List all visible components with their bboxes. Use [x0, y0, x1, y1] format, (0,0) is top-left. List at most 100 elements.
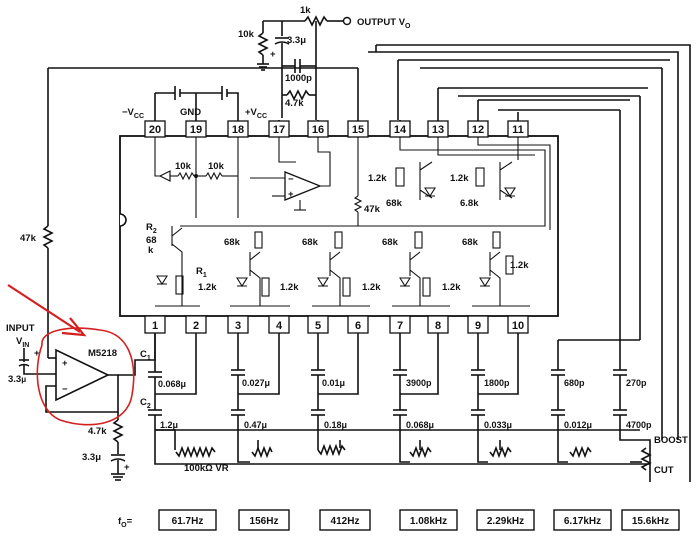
frequency-box: 412Hz — [319, 509, 371, 531]
input-label: INPUT — [6, 323, 35, 334]
frequency-box: 61.7Hz — [158, 509, 217, 531]
input-section: 47k INPUT VIN + 3.3μ + − M5218 4.7k 3.3μ… — [6, 225, 156, 481]
ic-internal: 10k 10k − + 47k 1.2k 68k 1.2k 6.8k — [146, 137, 551, 307]
svg-text:7: 7 — [397, 320, 403, 332]
ic-stage-r68k: 68k — [302, 237, 319, 248]
c-out-label: 3.3μ — [82, 452, 101, 463]
input-plus: + — [34, 348, 40, 359]
r-4-7k-label: 4.7k — [88, 426, 107, 437]
ic-r2-val-a: 68 — [146, 235, 157, 246]
cap-lower-value: 0.47μ — [244, 420, 267, 430]
svg-text:2.29kHz: 2.29kHz — [487, 516, 524, 527]
ic-opamp-triangle — [284, 171, 322, 201]
ic-opamp-plus: + — [288, 189, 294, 200]
cap-lower-value: 0.012μ — [564, 420, 592, 430]
pin-bottom: 7 — [389, 315, 411, 334]
ic-stage: 68k 1.2k — [382, 231, 461, 307]
svg-text:4: 4 — [276, 320, 283, 332]
pin-top: 18 — [227, 120, 249, 138]
outer-feedback-wires — [47, 44, 691, 482]
m5218-plus: + — [62, 358, 68, 369]
ic-r-1-2k-a: 1.2k — [368, 173, 387, 184]
cap-lower-value: 0.033μ — [484, 420, 512, 430]
svg-text:6: 6 — [355, 320, 361, 332]
supply-area: −VCC GND +VCC — [122, 86, 267, 120]
svg-text:15: 15 — [352, 124, 364, 136]
svg-text:156Hz: 156Hz — [250, 516, 279, 527]
cap-lower-value: 0.18μ — [324, 420, 347, 430]
cap-upper-value: 0.027μ — [242, 378, 270, 388]
gnd-label: GND — [180, 107, 201, 118]
svg-text:16: 16 — [312, 124, 324, 136]
vcc-neg-label: −VCC — [122, 107, 144, 120]
pin-top: 13 — [427, 120, 449, 138]
svg-text:8: 8 — [435, 320, 441, 332]
svg-text:2: 2 — [193, 320, 199, 332]
pins-bottom: 1 2 3 4 5 6 7 8 9 10 — [144, 315, 529, 334]
frequency-box: 1.08kHz — [399, 509, 458, 531]
cap-upper-value: 680p — [564, 378, 585, 388]
ic-stage-r1: 1.2k — [442, 282, 461, 293]
pin-bottom: 4 — [268, 315, 290, 334]
c-fb-plus: + — [270, 49, 276, 60]
svg-text:15.6kHz: 15.6kHz — [632, 516, 669, 527]
ic-r-1-2k-b: 1.2k — [450, 173, 469, 184]
frequency-box: 156Hz — [238, 509, 290, 531]
ic-stage-r1: 1.2k — [198, 282, 217, 293]
pin-bottom: 10 — [507, 315, 529, 334]
filter-stage: 1800p 0.033μ — [471, 334, 519, 463]
ic-stage-r1: 1.2k — [280, 282, 299, 293]
filter-bank: C1 C2 0.068μ 1.2μ 100kΩ VR 0.027μ 0.47μ — [140, 334, 688, 482]
c-fb-label: 3.3μ — [287, 35, 306, 46]
pin-bottom: 2 — [185, 315, 207, 334]
ic-stage: 68k 1.2k — [224, 231, 299, 307]
ic-stage-r68k: 68k — [224, 237, 241, 248]
pin-bottom: 3 — [227, 315, 249, 334]
m5218-label: M5218 — [88, 348, 117, 359]
pin-top: 12 — [467, 120, 489, 138]
svg-text:13: 13 — [432, 124, 444, 136]
c1-label: C1 — [140, 349, 151, 362]
vcc-pos-label: +VCC — [245, 107, 267, 120]
ic-r2-val-b: k — [148, 245, 154, 256]
svg-text:412Hz: 412Hz — [331, 516, 360, 527]
svg-text:12: 12 — [472, 124, 484, 136]
ic-stage: 68k 1.2k — [302, 231, 381, 307]
filter-stage: 680p 0.012μ — [551, 339, 640, 463]
red-arrowhead-icon — [61, 317, 87, 337]
red-arrow-annotation — [7, 284, 81, 333]
cap-lower-value: 1.2μ — [160, 420, 178, 430]
ic-stage: 1.2k — [155, 226, 217, 307]
pin-top: 15 — [347, 120, 369, 138]
ic-stage: 68k 1.2k — [462, 231, 530, 307]
m5218-minus: − — [62, 384, 68, 395]
ic-r-6-8k: 6.8k — [460, 198, 479, 209]
svg-text:20: 20 — [149, 124, 161, 136]
cap-upper-value: 1800p — [484, 378, 510, 388]
svg-text:3: 3 — [235, 320, 241, 332]
frequency-box: 6.17kHz — [553, 509, 612, 531]
c2-label: C2 — [140, 397, 151, 410]
svg-text:14: 14 — [394, 124, 407, 136]
svg-text:18: 18 — [232, 124, 244, 136]
output-terminal — [342, 16, 352, 26]
r-fb-label: 10k — [238, 29, 255, 40]
pin-bottom: 9 — [467, 315, 489, 334]
svg-text:1.08kHz: 1.08kHz — [410, 516, 447, 527]
pin-top: 17 — [268, 120, 290, 138]
svg-text:10: 10 — [512, 320, 524, 332]
pins-top: 20 19 18 17 16 15 14 13 12 11 — [144, 120, 529, 138]
c-out-plus: + — [124, 462, 130, 473]
ic-r-47k: 47k — [364, 204, 381, 215]
frequency-row: fO= 61.7Hz 156Hz 412Hz 1.08kHz 2.29kHz 6… — [118, 509, 680, 531]
svg-text:61.7Hz: 61.7Hz — [172, 516, 204, 527]
pin-bottom: 5 — [307, 315, 329, 334]
cap-upper-value: 270p — [626, 378, 647, 388]
ic-stage-r68k: 68k — [462, 237, 479, 248]
fo-label: fO= — [118, 516, 133, 529]
c-1000p-label: 1000p — [285, 73, 312, 84]
svg-text:19: 19 — [190, 124, 202, 136]
ic-opamp-minus: − — [288, 174, 294, 185]
frequency-box: 15.6kHz — [621, 509, 680, 531]
